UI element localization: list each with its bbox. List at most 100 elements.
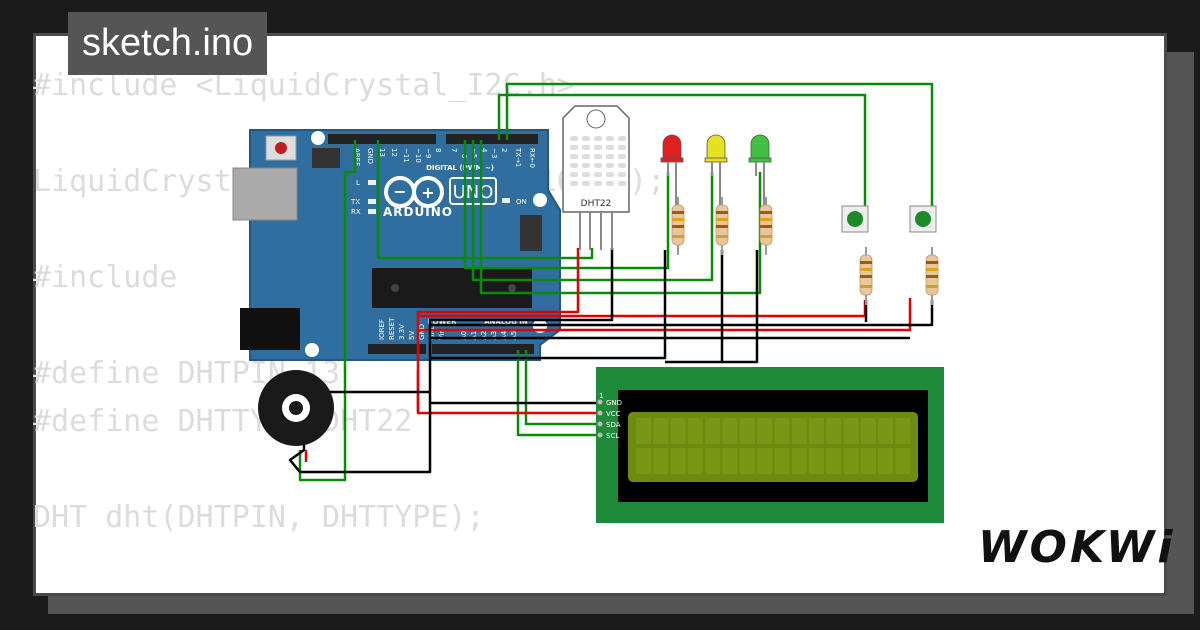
- led-green[interactable]: [748, 134, 772, 208]
- dht22-sensor[interactable]: DHT22: [562, 105, 630, 250]
- top-pin-label: ~3: [490, 148, 498, 158]
- power-jack: [240, 308, 300, 350]
- lcd-cell: [826, 418, 842, 444]
- lcd-cell: [757, 418, 773, 444]
- pushbutton-2[interactable]: [909, 205, 937, 233]
- resistor[interactable]: [715, 197, 729, 255]
- wokwi-logo: WOKWi: [978, 522, 1176, 573]
- code-line: #define DHTTYPE DHT22: [33, 404, 413, 439]
- top-pin-label: ~11: [402, 148, 410, 163]
- wire-buzzer-signal: [298, 140, 357, 482]
- top-pin-label: 4: [480, 148, 488, 153]
- bottom-pin-label: A5: [510, 331, 518, 340]
- dht-vent-slot: [618, 163, 626, 168]
- resistor[interactable]: [925, 247, 939, 305]
- wire-button2-signal: [505, 82, 934, 210]
- lcd-cell: [774, 418, 790, 444]
- lcd-cell: [739, 448, 755, 474]
- tx-label: TX: [350, 198, 360, 206]
- lcd-cell: [757, 448, 773, 474]
- on-label: ON: [516, 198, 527, 206]
- dht-vent-slot: [570, 145, 578, 150]
- lcd-pin[interactable]: [597, 399, 603, 405]
- bottom-pin-label: A1: [470, 331, 478, 340]
- bottom-pin-label: 5V: [408, 331, 416, 340]
- lcd-pin-label: SDA: [606, 421, 621, 429]
- dht-vent-slot: [618, 181, 626, 186]
- led-yellow[interactable]: [704, 134, 728, 208]
- dht-label: DHT22: [581, 199, 612, 209]
- digital-label: DIGITAL (PWM ~): [426, 164, 494, 172]
- dht-vent-slot: [582, 154, 590, 159]
- power-label: POWER: [428, 318, 458, 326]
- lcd-pin[interactable]: [597, 432, 603, 438]
- top-pin-label: 7: [450, 148, 458, 152]
- bottom-pin-label: A0: [460, 331, 468, 340]
- lcd-cell: [722, 448, 738, 474]
- lcd-cell: [843, 418, 859, 444]
- lcd-cell: [878, 448, 894, 474]
- resistor[interactable]: [759, 197, 773, 255]
- lcd-cell: [826, 448, 842, 474]
- wire-gnd-btn2: [430, 300, 934, 327]
- l-label: L: [356, 179, 360, 187]
- lcd-pin[interactable]: [597, 421, 603, 427]
- bottom-pin-label: A2: [480, 331, 488, 340]
- top-pin-label: 13: [378, 148, 386, 157]
- lcd-pin1-label: 1: [599, 392, 603, 400]
- wire-button1-signal: [497, 93, 867, 210]
- mount-hole: [533, 193, 547, 207]
- mount-hole: [311, 131, 325, 145]
- code-line: #include: [33, 260, 178, 295]
- lcd-cell: [670, 418, 686, 444]
- dht-vent-slot: [618, 145, 626, 150]
- lcd-cell: [791, 448, 807, 474]
- dht-vent-slot: [594, 172, 602, 177]
- resistor[interactable]: [859, 247, 873, 305]
- bottom-pin-label: GND: [428, 324, 436, 340]
- lcd-pin[interactable]: [597, 410, 603, 416]
- dht-vent-slot: [582, 181, 590, 186]
- pushbutton-1[interactable]: [841, 205, 869, 233]
- dht-vent-slot: [594, 136, 602, 141]
- bottom-pin-label: RESET: [388, 317, 396, 340]
- lcd-cell: [636, 418, 651, 444]
- top-pin-label: RX←0: [528, 148, 536, 168]
- dht-vent-slot: [594, 181, 602, 186]
- lcd-cell: [739, 418, 755, 444]
- lcd-cell: [895, 448, 911, 474]
- dht-vent-slot: [606, 172, 614, 177]
- lcd-cell: [860, 418, 876, 444]
- bottom-pin-label: A3: [490, 331, 498, 340]
- reset-button-cap[interactable]: [275, 142, 287, 154]
- wire-gnd: [428, 248, 614, 405]
- svg-text:−: −: [393, 182, 406, 201]
- dht-vent-slot: [582, 163, 590, 168]
- lcd-cell: [860, 448, 876, 474]
- usb-port: [232, 167, 298, 221]
- led-group: [660, 134, 772, 208]
- buzzer[interactable]: [258, 370, 334, 446]
- wire-vcc-btn2: [418, 298, 912, 332]
- lcd-cell: [791, 418, 807, 444]
- dht-vent-slot: [606, 145, 614, 150]
- wire-led-yellow: [471, 140, 714, 282]
- dht-vent-slot: [606, 154, 614, 159]
- top-pin-label: AREF: [353, 148, 361, 166]
- lcd-cell: [687, 418, 703, 444]
- dht-vent-slot: [570, 136, 578, 141]
- top-pin-label: ~9: [424, 148, 432, 158]
- dht-vent-slot: [594, 163, 602, 168]
- top-pin-label: 8: [434, 148, 442, 152]
- lcd-pin-label: VCC: [606, 410, 621, 418]
- resistor[interactable]: [671, 197, 685, 255]
- resistor-group: [671, 197, 939, 305]
- file-name-tab[interactable]: sketch.ino: [68, 12, 268, 75]
- led-red[interactable]: [660, 134, 684, 208]
- arduino-uno-board[interactable]: − + UNO ARDUINO DIGITAL (PWM ~) POWER AN…: [232, 129, 561, 361]
- dht-vent-slot: [594, 145, 602, 150]
- lcd-cell: [809, 418, 824, 444]
- wire-gnd-led-yellow: [665, 250, 724, 364]
